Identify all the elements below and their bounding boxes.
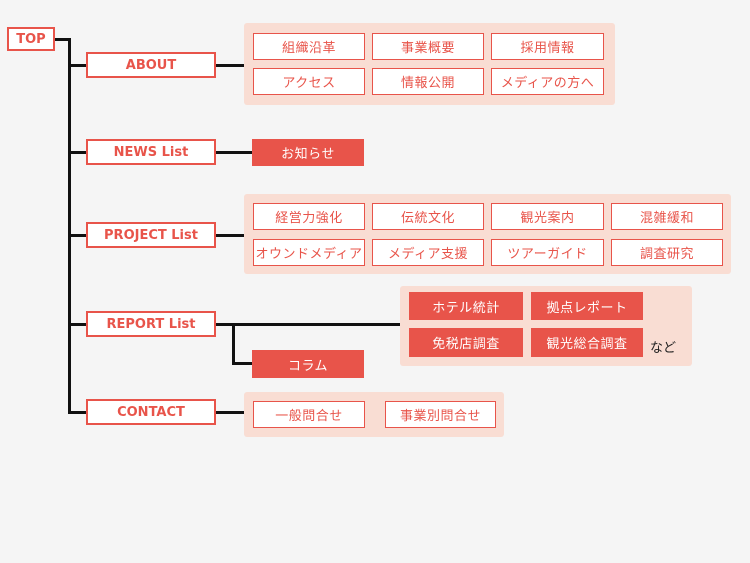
about-branch <box>68 64 88 67</box>
project-item[interactable]: メディア支援 <box>372 239 484 266</box>
trunk-line <box>68 38 71 414</box>
project-item[interactable]: 調査研究 <box>611 239 723 266</box>
node-news-list[interactable]: NEWS List <box>86 139 216 165</box>
report-item[interactable]: 免税店調査 <box>409 328 523 357</box>
project-link <box>216 234 246 237</box>
project-item[interactable]: 混雑緩和 <box>611 203 723 230</box>
project-item[interactable]: 経営力強化 <box>253 203 365 230</box>
node-about[interactable]: ABOUT <box>86 52 216 78</box>
report-branch <box>68 323 88 326</box>
project-item[interactable]: オウンドメディア <box>253 239 365 266</box>
node-report-list[interactable]: REPORT List <box>86 311 216 337</box>
about-item[interactable]: 採用情報 <box>491 33 604 60</box>
about-item[interactable]: アクセス <box>253 68 365 95</box>
node-contact[interactable]: CONTACT <box>86 399 216 425</box>
report-item[interactable]: 拠点レポート <box>531 292 643 320</box>
news-branch <box>68 151 88 154</box>
report-link <box>216 323 402 326</box>
node-top[interactable]: TOP <box>7 27 55 51</box>
contact-item[interactable]: 一般問合せ <box>253 401 365 428</box>
project-item[interactable]: 観光案内 <box>491 203 604 230</box>
about-item[interactable]: 組織沿革 <box>253 33 365 60</box>
project-branch <box>68 234 88 237</box>
contact-item[interactable]: 事業別問合せ <box>385 401 496 428</box>
contact-branch <box>68 411 88 414</box>
news-link <box>216 151 252 154</box>
about-link <box>216 64 246 67</box>
report-note: など <box>650 341 677 356</box>
node-project-list[interactable]: PROJECT List <box>86 222 216 248</box>
report-column-drop <box>232 323 235 365</box>
news-item[interactable]: お知らせ <box>252 139 364 166</box>
top-connector <box>55 38 71 41</box>
about-item[interactable]: メディアの方へ <box>491 68 604 95</box>
report-item[interactable]: ホテル統計 <box>409 292 523 320</box>
report-column-item[interactable]: コラム <box>252 350 364 378</box>
report-column-link <box>232 362 252 365</box>
about-item[interactable]: 事業概要 <box>372 33 484 60</box>
about-item[interactable]: 情報公開 <box>372 68 484 95</box>
contact-link <box>216 411 246 414</box>
project-item[interactable]: ツアーガイド <box>491 239 604 266</box>
report-item[interactable]: 観光総合調査 <box>531 328 643 357</box>
project-item[interactable]: 伝統文化 <box>372 203 484 230</box>
